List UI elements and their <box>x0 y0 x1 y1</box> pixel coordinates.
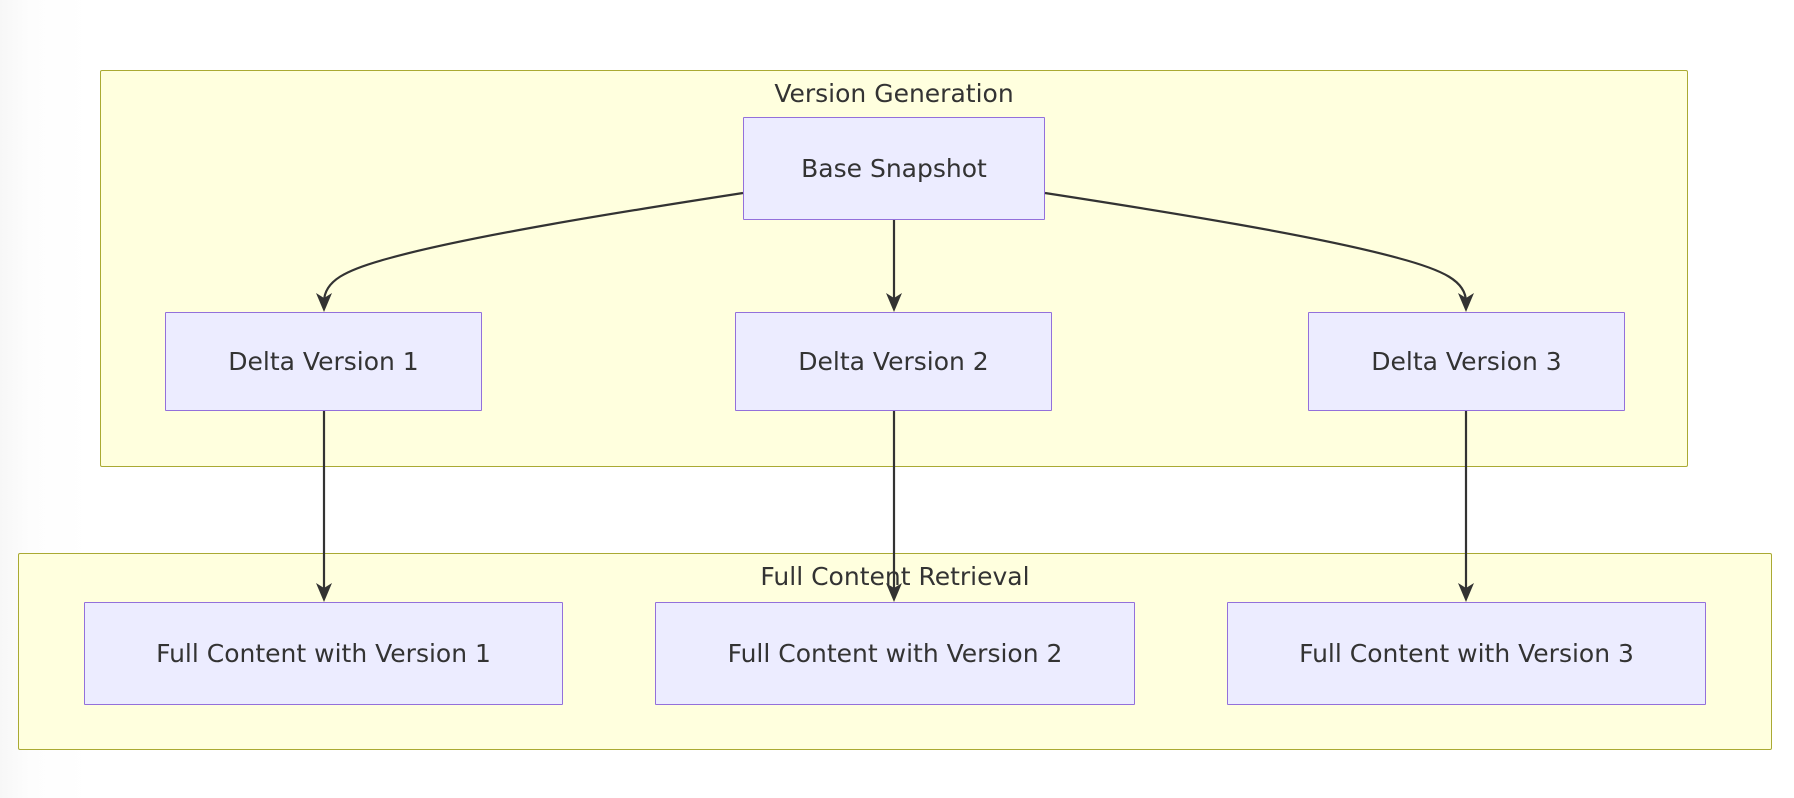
node-full-content-1[interactable]: Full Content with Version 1 <box>84 602 563 705</box>
node-delta-version-3[interactable]: Delta Version 3 <box>1308 312 1625 411</box>
node-label-base-snapshot: Base Snapshot <box>801 153 987 183</box>
cluster-label-full-content-retrieval: Full Content Retrieval <box>760 562 1030 591</box>
node-base-snapshot[interactable]: Base Snapshot <box>743 117 1045 220</box>
node-full-content-3[interactable]: Full Content with Version 3 <box>1227 602 1706 705</box>
node-label-full-content-3: Full Content with Version 3 <box>1299 638 1634 668</box>
node-label-delta-version-3: Delta Version 3 <box>1371 346 1562 376</box>
node-full-content-2[interactable]: Full Content with Version 2 <box>655 602 1135 705</box>
node-delta-version-2[interactable]: Delta Version 2 <box>735 312 1052 411</box>
node-label-delta-version-2: Delta Version 2 <box>798 346 989 376</box>
node-label-full-content-1: Full Content with Version 1 <box>156 638 491 668</box>
cluster-label-version-generation: Version Generation <box>774 79 1014 108</box>
node-label-delta-version-1: Delta Version 1 <box>228 346 419 376</box>
node-delta-version-1[interactable]: Delta Version 1 <box>165 312 482 411</box>
node-label-full-content-2: Full Content with Version 2 <box>727 638 1063 668</box>
